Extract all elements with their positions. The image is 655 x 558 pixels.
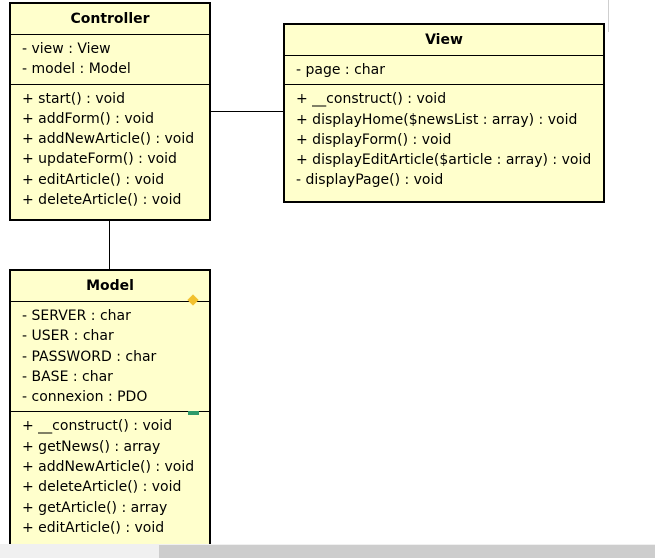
class-view-title: View (285, 25, 603, 56)
method[interactable]: + start() : void (22, 90, 125, 107)
association-controller-view[interactable] (211, 111, 283, 112)
attribute[interactable]: - BASE : char (22, 368, 113, 385)
attribute[interactable]: - page : char (296, 62, 385, 78)
attribute[interactable]: - view : View (22, 41, 111, 57)
section-resize-handle-icon[interactable] (188, 411, 199, 415)
attribute[interactable]: - PASSWORD : char (22, 348, 157, 365)
attribute[interactable]: - connexion : PDO (22, 389, 148, 406)
method[interactable]: + editArticle() : void (22, 519, 165, 536)
method[interactable]: + __construct() : void (296, 91, 447, 108)
class-model[interactable]: Model - SERVER : char - USER : char - PA… (9, 269, 211, 549)
class-controller-methods: + start() : void + addForm() : void + ad… (11, 83, 209, 215)
method[interactable]: + deleteArticle() : void (22, 192, 182, 209)
method[interactable]: + displayForm() : void (296, 131, 452, 148)
class-model-methods: + __construct() : void + getNews() : arr… (11, 411, 209, 542)
class-view-methods: + __construct() : void + displayHome($ne… (285, 84, 603, 194)
class-view-attributes: - page : char (285, 56, 603, 84)
method[interactable]: + getNews() : array (22, 438, 161, 455)
scrollbar-thumb[interactable] (159, 545, 655, 558)
method[interactable]: - displayPage() : void (296, 172, 444, 189)
horizontal-scrollbar[interactable] (0, 544, 655, 558)
method[interactable]: + addForm() : void (22, 110, 154, 127)
method[interactable]: + displayEditArticle($article : array) :… (296, 152, 592, 169)
class-controller[interactable]: Controller - view : View - model : Model… (9, 2, 211, 221)
association-controller-model[interactable] (109, 221, 110, 269)
method[interactable]: + __construct() : void (22, 418, 173, 435)
attribute[interactable]: - SERVER : char (22, 308, 131, 324)
class-controller-title: Controller (11, 4, 209, 35)
method[interactable]: + addNewArticle() : void (22, 131, 195, 148)
method[interactable]: + addNewArticle() : void (22, 459, 195, 476)
class-model-attributes: - SERVER : char - USER : char - PASSWORD… (11, 302, 209, 411)
class-view[interactable]: View - page : char + __construct() : voi… (283, 23, 605, 203)
method[interactable]: + getArticle() : array (22, 499, 168, 516)
class-controller-attributes: - view : View - model : Model (11, 35, 209, 84)
method[interactable]: + updateForm() : void (22, 151, 177, 168)
method[interactable]: + displayHome($newsList : array) : void (296, 111, 578, 128)
attribute[interactable]: - USER : char (22, 328, 114, 345)
method[interactable]: + deleteArticle() : void (22, 479, 182, 496)
method[interactable]: + editArticle() : void (22, 171, 165, 188)
canvas-boundary-line (608, 0, 609, 32)
class-model-title: Model (11, 271, 209, 302)
attribute[interactable]: - model : Model (22, 61, 131, 78)
